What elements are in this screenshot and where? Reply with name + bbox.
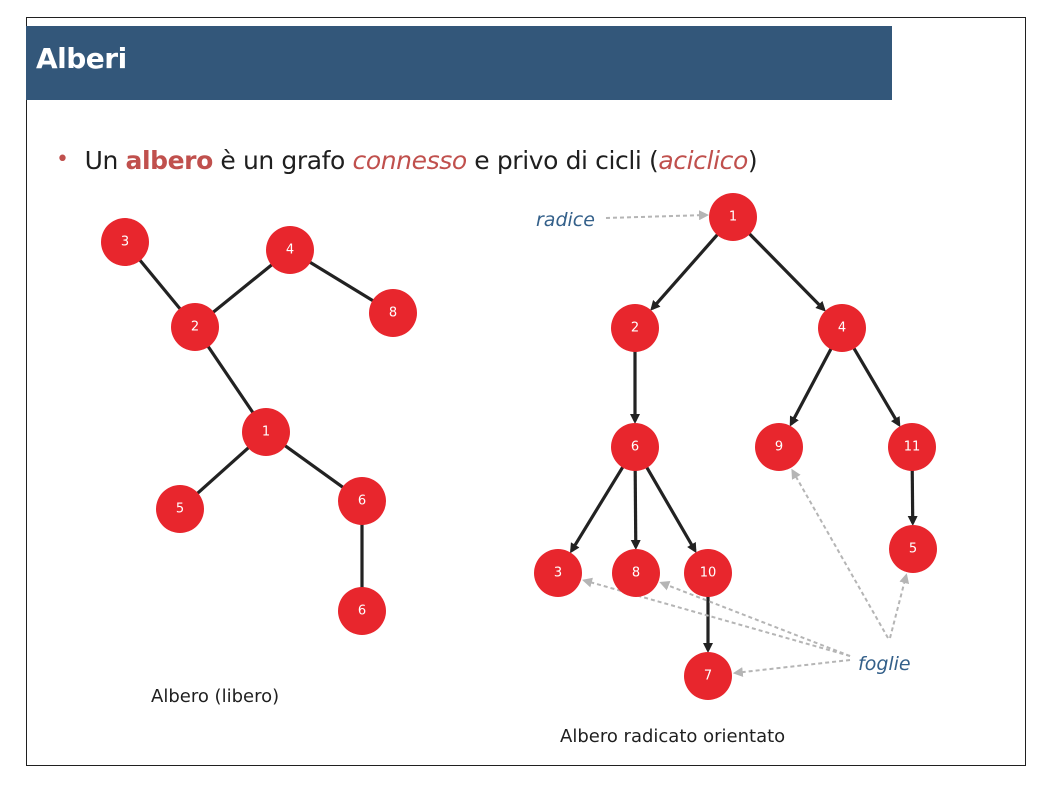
rooted-node-circle xyxy=(889,525,937,573)
free-node-f8: 8 xyxy=(369,289,417,337)
root-annotation-arrow xyxy=(605,210,709,221)
rooted-edge-r6-r3 xyxy=(569,464,625,554)
free-node-label: 5 xyxy=(176,502,184,517)
rooted-node-r1: 1 xyxy=(709,193,757,241)
free-node-circle xyxy=(338,477,386,525)
title-bar: Alberi xyxy=(26,26,892,100)
rooted-node-circle xyxy=(709,193,757,241)
rooted-node-label: 1 xyxy=(729,210,737,225)
free-node-label: 3 xyxy=(121,235,129,250)
free-node-label: 8 xyxy=(389,306,397,321)
free-node-label: 2 xyxy=(191,320,199,335)
free-node-label: 6 xyxy=(358,604,366,619)
rooted-edge-r4-r9 xyxy=(789,346,834,427)
rooted-node-r4: 4 xyxy=(818,304,866,352)
rooted-node-circle xyxy=(534,549,582,597)
free-node-f6b: 6 xyxy=(338,587,386,635)
free-node-f2: 2 xyxy=(171,303,219,351)
rooted-node-circle xyxy=(888,423,936,471)
rooted-node-r10: 10 xyxy=(684,549,732,597)
rooted-node-label: 4 xyxy=(838,321,846,336)
rooted-node-r6: 6 xyxy=(611,423,659,471)
bullet-icon: • xyxy=(56,147,69,172)
rooted-node-label: 9 xyxy=(775,440,783,455)
leaf-annotation-arrow-r9 xyxy=(791,468,889,639)
leaf-annotation-arrow-r7 xyxy=(732,659,851,678)
bullet-keyword-connesso: connesso xyxy=(352,146,468,175)
rooted-node-circle xyxy=(755,423,803,471)
bullet-keyword-albero: albero xyxy=(125,146,213,175)
bullet-item: • Un albero è un grafo connesso e privo d… xyxy=(56,146,758,175)
rooted-tree-caption: Albero radicato orientato xyxy=(560,726,785,747)
leaves-annotation-label: foglie xyxy=(858,653,911,675)
root-annotation-label: radice xyxy=(536,209,595,231)
free-node-label: 4 xyxy=(286,243,294,258)
leaf-annotation-arrow-r5 xyxy=(889,573,910,639)
rooted-node-label: 6 xyxy=(631,440,639,455)
free-node-circle xyxy=(266,226,314,274)
bullet-text-2: è un grafo xyxy=(212,146,353,175)
rooted-node-label: 8 xyxy=(632,566,640,581)
rooted-node-r2: 2 xyxy=(611,304,659,352)
free-node-f4: 4 xyxy=(266,226,314,274)
free-node-f6a: 6 xyxy=(338,477,386,525)
free-edge-f2-f4 xyxy=(211,262,274,315)
rooted-node-label: 11 xyxy=(904,440,921,455)
rooted-node-label: 3 xyxy=(554,566,562,581)
bullet-keyword-aciclico: aciclico xyxy=(658,146,748,175)
free-edge-f3-f2 xyxy=(137,257,183,312)
rooted-node-r11: 11 xyxy=(888,423,936,471)
free-edge-f2-f1 xyxy=(205,344,256,415)
rooted-node-circle xyxy=(684,549,732,597)
rooted-node-circle xyxy=(818,304,866,352)
rooted-node-r7: 7 xyxy=(684,652,732,700)
rooted-node-label: 10 xyxy=(700,566,717,581)
rooted-node-r9: 9 xyxy=(755,423,803,471)
rooted-edge-r4-r11 xyxy=(851,346,901,428)
free-edge-f1-f5 xyxy=(195,445,251,496)
free-node-label: 6 xyxy=(358,494,366,509)
rooted-node-r5: 5 xyxy=(889,525,937,573)
free-node-label: 1 xyxy=(262,425,270,440)
rooted-edge-r6-r8 xyxy=(630,468,641,551)
rooted-tree-edges xyxy=(569,231,918,653)
rooted-node-circle xyxy=(611,304,659,352)
annotation-arrows xyxy=(582,210,910,678)
bullet-text-1: Un xyxy=(84,146,126,175)
rooted-tree-nodes: 1 2 4 6 9 11 3 8 10 5 7 xyxy=(534,193,937,700)
slide-frame xyxy=(26,17,1026,766)
rooted-node-circle xyxy=(612,549,660,597)
free-edge-f4-f8 xyxy=(307,260,376,303)
slide-title: Alberi xyxy=(36,42,127,75)
rooted-edge-r1-r2 xyxy=(650,232,720,311)
free-tree-nodes: 3 4 8 2 1 5 6 6 xyxy=(101,218,417,635)
rooted-node-circle xyxy=(611,423,659,471)
free-node-circle xyxy=(369,289,417,337)
free-node-f5: 5 xyxy=(156,485,204,533)
bullet-text-4: ) xyxy=(747,146,758,175)
rooted-node-label: 7 xyxy=(704,669,712,684)
leaf-annotation-arrow-r8 xyxy=(659,580,851,657)
bullet-text-3: e privo di cicli ( xyxy=(466,146,659,175)
free-node-circle xyxy=(101,218,149,266)
rooted-node-label: 5 xyxy=(909,542,917,557)
free-node-circle xyxy=(156,485,204,533)
rooted-edge-r1-r4 xyxy=(747,231,826,312)
free-edge-f1-f6a xyxy=(282,443,346,490)
free-node-circle xyxy=(171,303,219,351)
free-node-circle xyxy=(242,408,290,456)
free-node-circle xyxy=(338,587,386,635)
rooted-node-r8: 8 xyxy=(612,549,660,597)
rooted-node-r3: 3 xyxy=(534,549,582,597)
free-node-f1: 1 xyxy=(242,408,290,456)
rooted-edge-r6-r10 xyxy=(644,465,697,554)
free-tree-caption: Albero (libero) xyxy=(151,686,279,707)
free-tree-edges xyxy=(137,257,376,589)
rooted-edge-r11-r5 xyxy=(907,468,918,527)
rooted-node-circle xyxy=(684,652,732,700)
free-node-f3: 3 xyxy=(101,218,149,266)
rooted-node-label: 2 xyxy=(631,321,639,336)
